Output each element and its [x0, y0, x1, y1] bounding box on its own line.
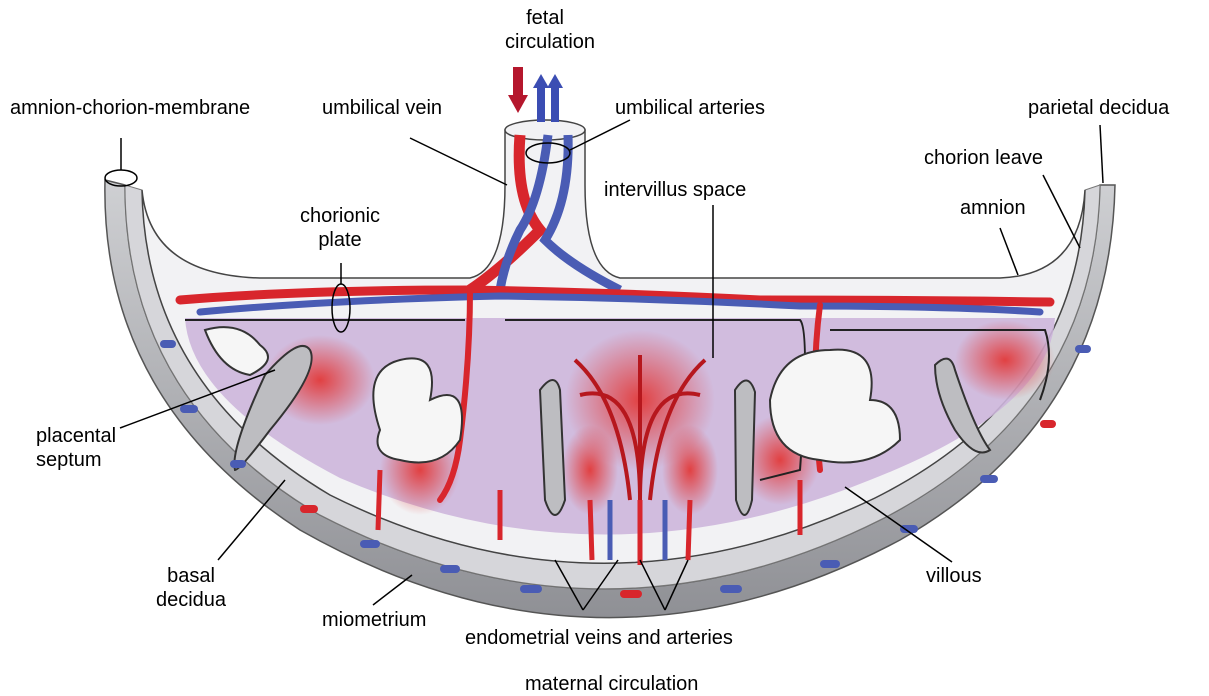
- basal-decidua-line-1: basal: [146, 564, 236, 588]
- amnion-label: amnion: [960, 196, 1026, 220]
- villous-label: villous: [926, 564, 982, 588]
- miometrium-label: miometrium: [322, 608, 426, 632]
- chorion-leave-label: chorion leave: [924, 146, 1043, 170]
- chorionic-plate-line-2: plate: [290, 228, 390, 252]
- parietal-decidua-label: parietal decidua: [1028, 96, 1169, 120]
- amnion-chorion-membrane-label: amnion-chorion-membrane: [10, 96, 250, 120]
- placental-septum-line-1: placental: [36, 424, 116, 448]
- intervillus-space-label: intervillus space: [604, 178, 746, 202]
- fetal-circulation-line-1: fetal: [505, 6, 585, 30]
- fetal-circulation-arrows: [508, 67, 563, 122]
- basal-decidua-label: basal decidua: [146, 564, 236, 612]
- placental-septum-line-2: septum: [36, 448, 116, 472]
- umbilical-arteries-label: umbilical arteries: [615, 96, 765, 120]
- umbilical-vein-label: umbilical vein: [322, 96, 442, 120]
- maternal-circulation-label: maternal circulation: [525, 672, 698, 696]
- basal-decidua-line-2: decidua: [146, 588, 236, 612]
- placental-septum-label: placental septum: [36, 424, 116, 472]
- fetal-circulation-label: fetal circulation: [505, 6, 585, 54]
- chorionic-plate-line-1: chorionic: [290, 204, 390, 228]
- chorionic-plate-label: chorionic plate: [290, 204, 390, 252]
- endometrial-veins-arteries-label: endometrial veins and arteries: [465, 626, 733, 650]
- fetal-circulation-line-2: circulation: [505, 30, 585, 54]
